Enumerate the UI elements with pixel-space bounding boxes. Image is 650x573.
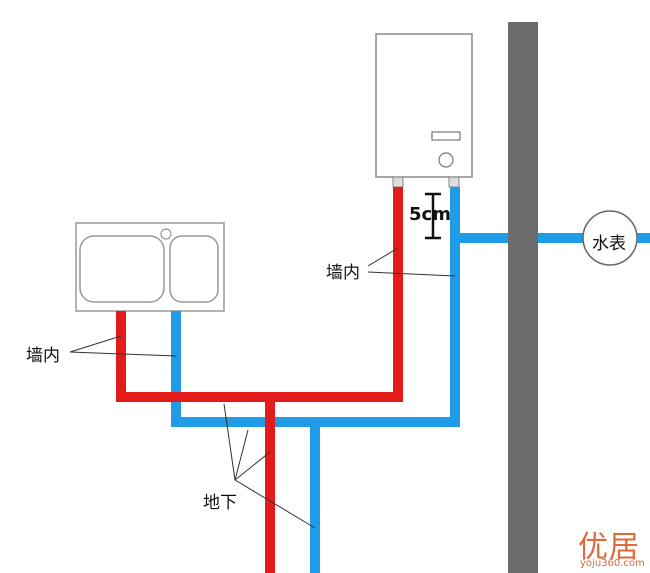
hot-water-pipes: [116, 187, 403, 573]
leader-sink-cold: [69, 351, 177, 357]
cold-water-pipes: [171, 187, 586, 573]
leader-lines: [69, 247, 456, 529]
heater-inlet-cold: [448, 176, 460, 188]
water-heater: [375, 33, 473, 188]
label-distance: 5cm: [409, 204, 451, 225]
sink: [75, 222, 225, 312]
leader-under-left2: [234, 429, 249, 481]
water-meter: [582, 210, 650, 266]
watermark-url: yoju360.com: [580, 558, 645, 569]
leader-sink-hot: [69, 335, 122, 353]
leader-heater-cold: [367, 271, 456, 277]
label-underground: 地下: [203, 493, 237, 513]
label-wall-inside-heater: 墙内: [326, 263, 360, 283]
sink-faucet-hole: [160, 228, 172, 240]
leader-under-left1: [223, 403, 236, 481]
heater-knob: [438, 152, 454, 168]
heater-display: [431, 131, 461, 141]
sink-basin-left: [79, 235, 165, 303]
leader-under-cold: [234, 479, 316, 529]
leader-under-hot: [234, 451, 271, 481]
heater-outlet-hot: [392, 176, 404, 188]
label-water-meter: 水表: [592, 234, 626, 254]
wall: [508, 22, 538, 573]
leader-heater-hot: [367, 247, 399, 267]
sink-basin-right: [169, 235, 219, 303]
dimension-bracket: [425, 192, 441, 240]
watermark-logo: 优居: [578, 530, 640, 565]
label-wall-inside-sink: 墙内: [26, 346, 60, 366]
